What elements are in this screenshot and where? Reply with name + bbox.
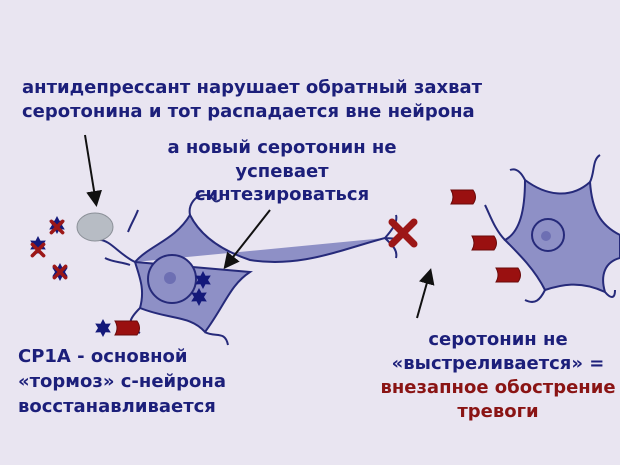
arrow (84, 134, 102, 207)
alert-line: внезапное обострение (380, 377, 616, 398)
text-line: CP1A - основной (18, 346, 188, 367)
text-line: «тормоз» с-нейрона (18, 371, 226, 392)
text-line: успевает (235, 160, 329, 182)
block-x-icon (388, 218, 418, 248)
cp1a-note: CP1A - основной «тормоз» с-нейрона восст… (18, 344, 226, 419)
text-line: «выстреливается» = (391, 353, 605, 374)
receptor-icon (495, 267, 521, 283)
text-line: а новый серотонин не (167, 137, 397, 158)
text-line: антидепрессант нарушает обратный захват (22, 77, 483, 98)
receptor-icon (471, 235, 497, 251)
postsynaptic-neuron (484, 154, 620, 303)
text-line: серотонин не (428, 329, 568, 350)
synthesis-note: а новый серотонин не успевает синтезиров… (142, 136, 422, 207)
text-line: синтезироваться (194, 184, 370, 205)
text-line: серотонина и тот распадается вне нейрона (22, 100, 475, 122)
serotonin-star-icon (95, 319, 111, 337)
arrow (223, 209, 271, 270)
result-note: серотонин не «выстреливается» = внезапно… (378, 328, 618, 424)
alert-line: тревоги (457, 401, 539, 422)
presynaptic-neuron (94, 194, 401, 346)
text-line: восстанавливается (18, 396, 216, 417)
arrow (416, 268, 435, 319)
pill-icon (76, 212, 114, 242)
receptor-icon (114, 320, 140, 336)
reuptake-note: антидепрессант нарушает обратный захват … (22, 76, 482, 123)
receptor-icon (450, 189, 476, 205)
